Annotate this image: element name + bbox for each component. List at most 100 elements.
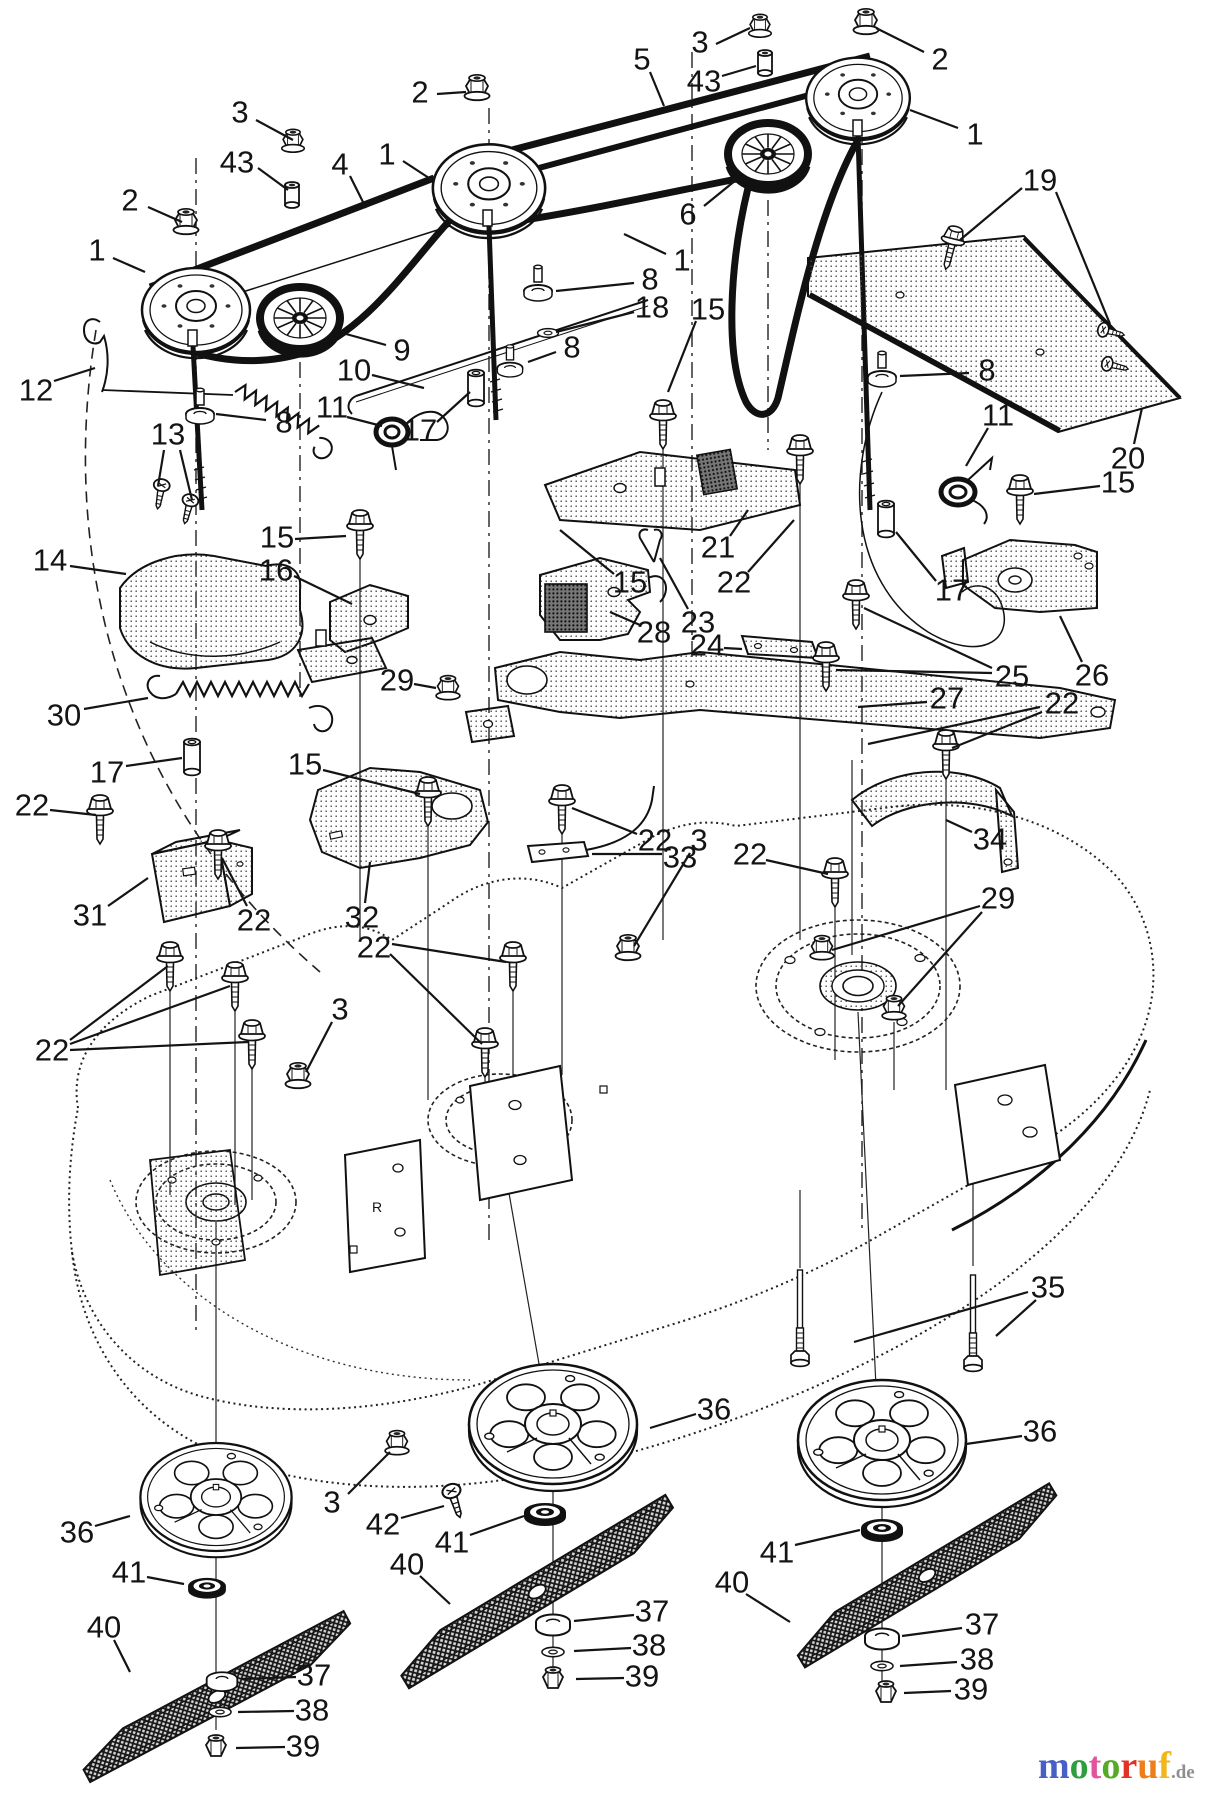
callout-label: 15 <box>613 565 647 600</box>
callout-label: 18 <box>635 290 669 325</box>
callout-leader-line <box>794 1528 861 1547</box>
callout-leader-line <box>391 942 507 964</box>
callout-label: 43 <box>687 64 721 99</box>
callout-label: 1 <box>88 233 105 268</box>
callout-label: 8 <box>563 330 580 365</box>
deck-hanger-bracket-center <box>468 1064 574 1202</box>
callout-leader-line <box>69 965 169 1041</box>
callout-label: 15 <box>288 747 322 782</box>
callout-leader-line <box>995 1299 1037 1337</box>
callout-label: 20 <box>1111 441 1145 476</box>
anchor-plate-29 <box>464 704 516 744</box>
callout-label: 22 <box>1045 686 1079 721</box>
callout-leader-line <box>853 1290 1029 1344</box>
callout-label: 10 <box>337 353 371 388</box>
callout-leader-line <box>237 1709 295 1714</box>
callout-leader-line <box>69 1040 249 1052</box>
callout-label: 40 <box>715 1565 749 1600</box>
callout-leader-line <box>257 167 289 191</box>
callout-leader-line <box>951 710 1043 750</box>
callout-label: 41 <box>760 1535 794 1570</box>
callout-leader-line <box>559 529 615 575</box>
callout-label: 36 <box>60 1515 94 1550</box>
callout-label: 24 <box>690 628 724 663</box>
callout-label: 6 <box>679 197 696 232</box>
logo-word: motoruf <box>1038 1745 1171 1787</box>
extension-spring-upper <box>234 382 333 460</box>
callout-label: 30 <box>47 698 81 733</box>
callout-leader-line <box>573 1646 632 1653</box>
bracket-26 <box>940 538 1098 614</box>
v-idler-pulley <box>728 123 808 190</box>
callout-leader-line <box>469 1514 525 1537</box>
idler-bracket-28 <box>539 556 667 641</box>
callout-leader-line <box>402 160 433 181</box>
callout-label: 25 <box>995 659 1029 694</box>
callout-leader-line <box>835 668 993 675</box>
callout-label: 16 <box>259 553 293 588</box>
callout-leader-line <box>959 187 1023 241</box>
callout-leader-line <box>363 861 372 904</box>
callout-leader-line <box>899 1660 958 1668</box>
callout-leader-line <box>703 179 737 207</box>
callout-label: 29 <box>380 663 414 698</box>
callout-label: 11 <box>316 390 348 425</box>
callout-label: 22 <box>717 565 751 600</box>
callout-label: 29 <box>981 881 1015 916</box>
support-plate-32 <box>308 766 490 870</box>
deck-hanger-bracket-front: R <box>343 1138 427 1274</box>
deck-marking: R <box>372 1199 382 1215</box>
logo-letter: t <box>1088 1745 1102 1787</box>
callout-leader-line <box>1132 407 1144 445</box>
callout-leader-line <box>867 705 1041 746</box>
callout-leader-line <box>857 700 928 709</box>
cotter-pin-23 <box>638 528 663 563</box>
callout-leader-line <box>147 205 183 224</box>
callout-leader-line <box>745 1593 791 1623</box>
callout-label: 3 <box>231 95 248 130</box>
callout-label: 37 <box>965 1607 999 1642</box>
brake-lever-27 <box>493 650 1117 740</box>
callout-leader-line <box>571 806 638 836</box>
callout-label: 40 <box>87 1610 121 1645</box>
callout-leader-line <box>346 415 383 428</box>
logo-letter: o <box>1101 1745 1121 1787</box>
callout-leader-line <box>729 509 749 537</box>
callout-leader-line <box>221 857 248 907</box>
callout-leader-line <box>527 350 557 364</box>
callout-label: 38 <box>632 1628 666 1663</box>
callout-leader-line <box>305 1021 333 1073</box>
callout-leader-line <box>573 1613 635 1623</box>
callout-label: 17 <box>90 755 124 790</box>
callout-leader-line <box>294 534 347 541</box>
callout-label: 8 <box>978 353 995 388</box>
callout-label: 15 <box>260 520 294 555</box>
callout-leader-line <box>436 391 471 423</box>
callout-label: 4 <box>331 147 348 182</box>
callout-label: 12 <box>19 373 53 408</box>
callout-leader-line <box>715 27 751 45</box>
callout-leader-line <box>215 412 267 422</box>
callout-leader-line <box>436 90 467 96</box>
callout-label: 19 <box>1023 163 1057 198</box>
clutch-lever-21 <box>543 448 802 532</box>
callout-leader-line <box>765 858 829 876</box>
callout-leader-line <box>69 984 231 1046</box>
callout-leader-line <box>575 1676 625 1681</box>
callout-leader-line <box>178 449 194 501</box>
callout-leader-line <box>322 768 421 796</box>
callout-leader-line <box>113 1639 131 1673</box>
callout-label: 14 <box>33 543 67 578</box>
idler-rod-12 <box>82 318 234 396</box>
callout-leader-line <box>235 1745 286 1750</box>
callout-label: 41 <box>435 1525 469 1560</box>
callout-label: 15 <box>1101 465 1135 500</box>
callout-leader-line <box>648 71 666 107</box>
callout-leader-line <box>1054 191 1112 325</box>
callout-label: 22 <box>15 788 49 823</box>
callout-leader-line <box>659 557 689 610</box>
callout-leader-line <box>965 427 989 467</box>
callout-leader-line <box>555 281 635 293</box>
callout-leader-line <box>903 1689 952 1695</box>
